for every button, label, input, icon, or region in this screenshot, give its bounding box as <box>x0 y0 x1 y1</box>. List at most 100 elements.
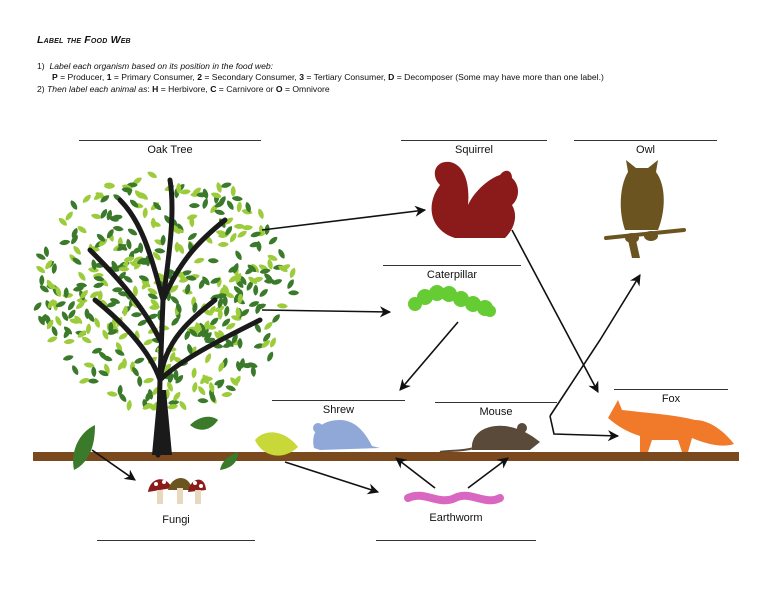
tree-leaf <box>136 375 143 388</box>
legend-text-3: = Tertiary Consumer, <box>304 72 389 82</box>
legend-key-o: O <box>275 84 283 94</box>
tree-leaf <box>70 364 80 377</box>
mouse-label: Mouse <box>479 406 513 418</box>
shrew-answer-line[interactable] <box>272 400 405 401</box>
tree-leaf <box>112 225 125 233</box>
oak-tree-image <box>32 169 300 458</box>
tree-leaf <box>267 235 279 247</box>
owl-answer-line[interactable] <box>574 140 717 141</box>
tree-leaf <box>253 284 259 296</box>
fungi-answer-line[interactable] <box>97 540 255 541</box>
tree-leaf <box>177 399 189 412</box>
tree-leaf <box>236 201 243 213</box>
oak-tree-answer-line[interactable] <box>79 140 261 141</box>
instruction-line-1: 1) Label each organism based on its posi… <box>37 61 273 72</box>
tree-leaf <box>233 249 244 262</box>
tree-leaf <box>46 334 59 344</box>
tree-leaf <box>60 310 70 323</box>
tree-leaf <box>230 185 236 197</box>
arrow-leaf-to-fungi <box>91 449 136 481</box>
caterpillar-answer-line[interactable] <box>383 265 521 266</box>
arrow-squirrel-to-fox <box>511 229 599 393</box>
fallen-leaves <box>73 416 298 470</box>
ground-strip <box>33 452 739 461</box>
tree-leaf <box>106 390 119 398</box>
tree-leaf <box>256 207 266 220</box>
squirrel-answer-line[interactable] <box>401 140 547 141</box>
tree-leaf <box>215 181 223 194</box>
legend-key-3: 3 <box>299 72 304 82</box>
tree-leaf <box>53 314 64 328</box>
tree-leaf <box>207 381 216 394</box>
mouse-answer-line[interactable] <box>435 402 557 403</box>
arrow-earthworm-to-shrew <box>395 457 436 489</box>
legend-key-1: 1 <box>106 72 112 82</box>
tree-leaf <box>142 207 149 219</box>
tree-leaf <box>276 247 287 260</box>
tree-leaf <box>130 311 143 318</box>
tree-leaf <box>207 257 219 264</box>
tree-leaf <box>90 212 103 221</box>
tree-leaf <box>196 384 207 397</box>
instruction-2-text: Then label each animal as <box>47 84 148 94</box>
legend-text-d: = Decomposer (Some may have more than on… <box>394 72 604 82</box>
tree-leaf <box>188 203 200 209</box>
tree-leaf <box>197 397 209 404</box>
legend-key-h: H <box>152 84 159 94</box>
tree-leaf <box>76 224 89 235</box>
tree-leaf <box>43 245 50 258</box>
arrow-mouse-to-fox <box>549 415 620 442</box>
owl-label: Owl <box>636 144 655 156</box>
arrow-tree-to-caterpillar <box>261 306 392 318</box>
squirrel-label: Squirrel <box>455 144 493 156</box>
fox-answer-line[interactable] <box>614 389 728 390</box>
instruction-legend-line: P = Producer, 1 = Primary Consumer, 2 = … <box>52 72 604 83</box>
instruction-line-2: 2) Then label each animal as: H = Herbiv… <box>37 84 330 94</box>
tree-leaf <box>288 290 300 296</box>
caterpillar-icon <box>408 285 496 317</box>
legend-key-d: D <box>388 72 395 82</box>
earthworm-answer-line[interactable] <box>376 540 536 541</box>
tree-leaf <box>236 229 249 240</box>
tree-leaf <box>186 231 199 242</box>
fungi-icon <box>148 478 206 504</box>
tree-leaf <box>225 199 236 212</box>
legend-key-c: C <box>210 84 217 94</box>
tree-leaf <box>62 354 75 362</box>
earthworm-label: Earthworm <box>429 512 483 524</box>
legend-key-2: 2 <box>197 72 202 82</box>
tree-leaf <box>90 366 97 378</box>
tree-leaf <box>125 399 133 412</box>
arrow-leaf-to-earthworm <box>284 461 380 495</box>
worksheet-title: Label the Food Web <box>37 34 131 46</box>
legend-key-p: P <box>52 72 58 82</box>
tree-leaf <box>221 391 233 398</box>
tree-leaf <box>201 197 210 210</box>
tree-leaf <box>191 381 199 394</box>
caterpillar-label: Caterpillar <box>426 269 478 281</box>
tree-leaf <box>270 277 284 287</box>
squirrel-icon <box>431 161 518 238</box>
tree-leaf <box>71 244 83 257</box>
tree-leaf <box>81 193 93 205</box>
legend-text-1: = Primary Consumer, <box>111 72 198 82</box>
tree-leaf <box>203 352 213 365</box>
tree-leaf <box>126 226 139 238</box>
tree-leaf <box>220 181 233 190</box>
tree-leaf <box>63 338 76 345</box>
tree-leaf <box>34 264 47 275</box>
tree-leaf <box>146 169 159 180</box>
tree-leaf <box>39 274 45 286</box>
tree-leaf <box>63 210 75 222</box>
tree-leaf <box>217 241 229 248</box>
tree-leaf <box>257 287 270 299</box>
arrow-mouse-to-owl <box>549 274 641 417</box>
fox-icon <box>608 400 734 452</box>
tree-leaf <box>142 376 155 385</box>
arrow-caterpillar-to-shrew <box>399 321 459 391</box>
tree-leaf <box>193 256 206 265</box>
earthworm-icon <box>404 491 504 505</box>
instruction-2-number: 2) <box>37 84 45 94</box>
oak-tree-label: Oak Tree <box>147 144 193 156</box>
